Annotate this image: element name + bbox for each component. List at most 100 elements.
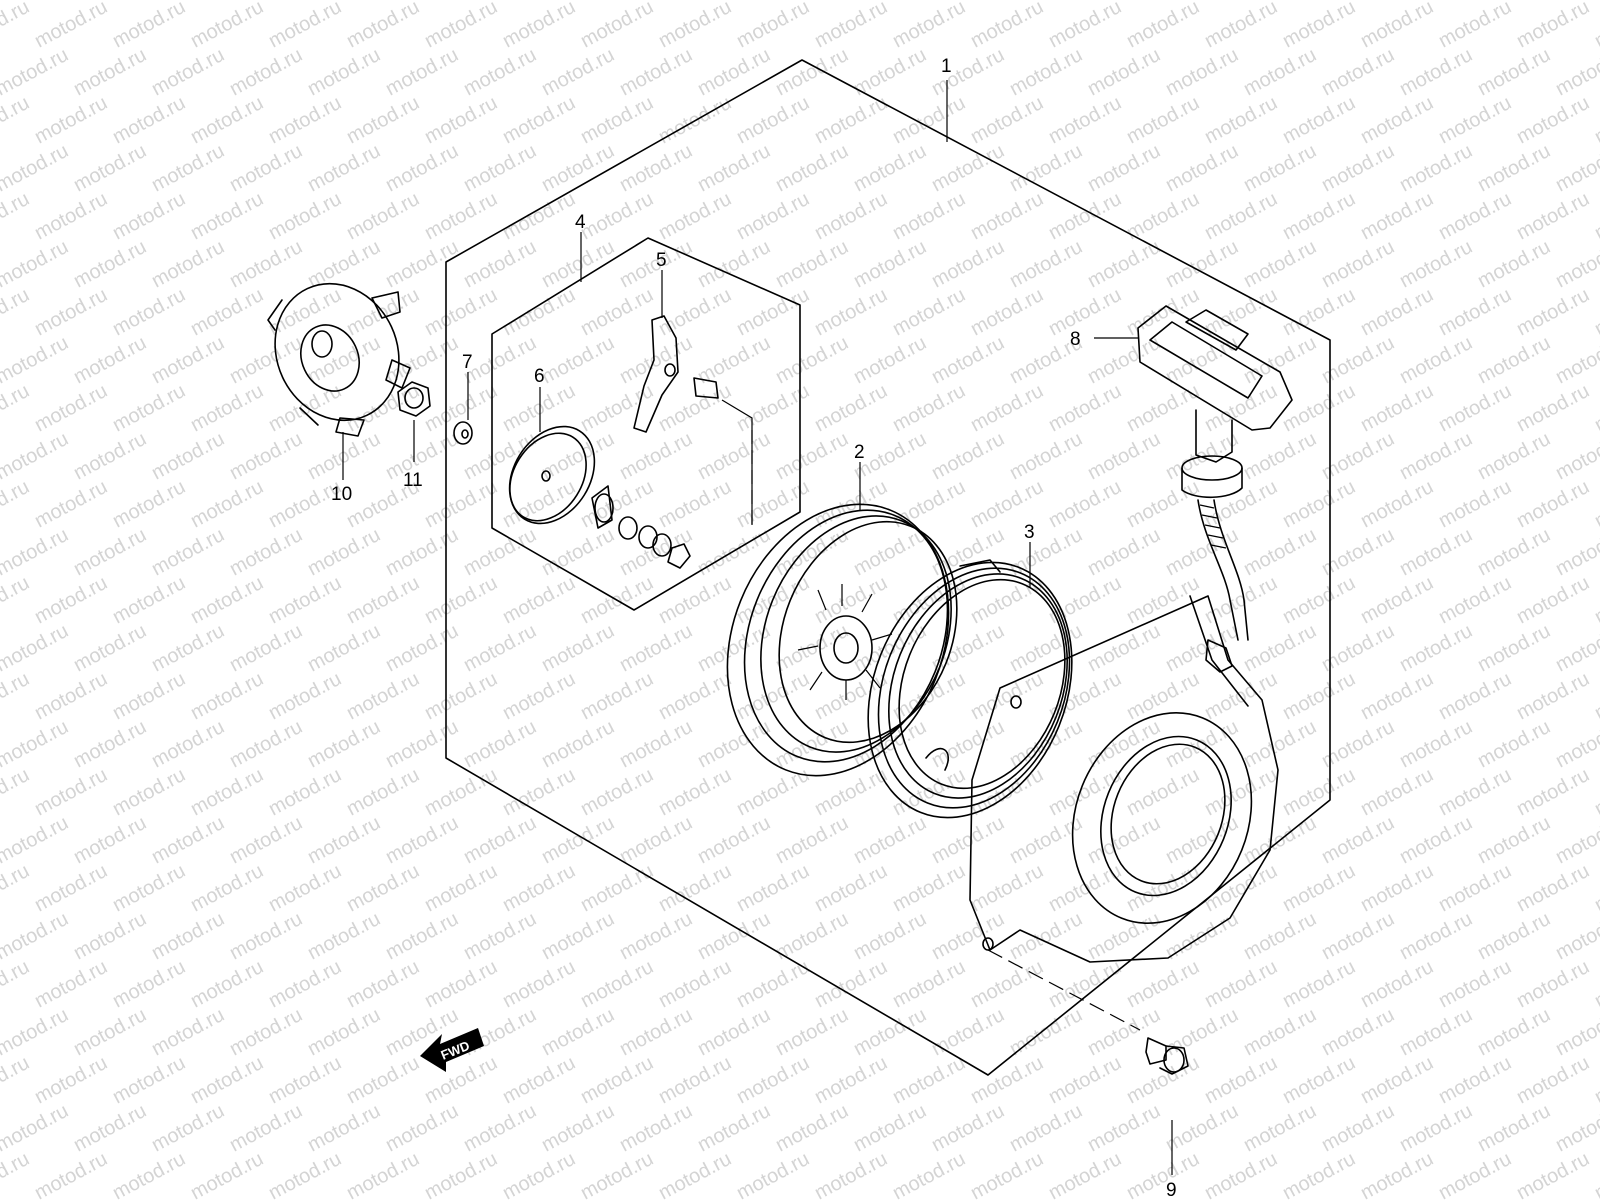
watermark-text: motod.ru [499, 668, 579, 724]
watermark-text: motod.ru [1279, 1148, 1359, 1200]
watermark-text: motod.ru [538, 1004, 618, 1060]
watermark-text: motod.ru [460, 1100, 540, 1156]
watermark-text: motod.ru [733, 956, 813, 1012]
watermark-text: motod.ru [1513, 380, 1593, 436]
watermark-text: motod.ru [1201, 1052, 1281, 1108]
watermark-text: motod.ru [499, 92, 579, 148]
watermark-text: motod.ru [889, 860, 969, 916]
watermark-text: motod.ru [538, 44, 618, 100]
watermark-text: motod.ru [1435, 380, 1515, 436]
watermark-text: motod.ru [1240, 1004, 1320, 1060]
watermark-text: motod.ru [694, 908, 774, 964]
watermark-text: motod.ru [499, 284, 579, 340]
watermark-text: motod.ru [1396, 716, 1476, 772]
callout-4: 4 [575, 212, 586, 233]
watermark-text: motod.ru [187, 476, 267, 532]
watermark-text: motod.ru [31, 1052, 111, 1108]
watermark-text: motod.ru [616, 0, 696, 4]
watermark-text: motod.ru [31, 764, 111, 820]
watermark-text: motod.ru [772, 0, 852, 4]
watermark-text: motod.ru [1357, 860, 1437, 916]
watermark-text: motod.ru [1435, 0, 1515, 52]
watermark-text: motod.ru [109, 572, 189, 628]
watermark-text: motod.ru [1123, 668, 1203, 724]
watermark-text: motod.ru [1591, 476, 1600, 532]
watermark-text: motod.ru [148, 1100, 228, 1156]
watermark-text: motod.ru [1279, 0, 1359, 52]
watermark-text: motod.ru [1357, 476, 1437, 532]
watermark-text: motod.ru [382, 44, 462, 100]
watermark-text: motod.ru [187, 860, 267, 916]
watermark-text: motod.ru [577, 284, 657, 340]
watermark-text: motod.ru [1045, 284, 1125, 340]
watermark-text: motod.ru [1591, 572, 1600, 628]
watermark-text: motod.ru [1435, 860, 1515, 916]
watermark-text: motod.ru [811, 572, 891, 628]
watermark-text: motod.ru [1396, 236, 1476, 292]
watermark-text: motod.ru [1045, 0, 1125, 52]
watermark-text: motod.ru [70, 1100, 150, 1156]
watermark-text: motod.ru [265, 956, 345, 1012]
watermark-text: motod.ru [1084, 620, 1164, 676]
watermark-text: motod.ru [1591, 188, 1600, 244]
watermark-text: motod.ru [1318, 140, 1398, 196]
watermark-text: motod.ru [1279, 188, 1359, 244]
watermark-text: motod.ru [343, 668, 423, 724]
watermark-text: motod.ru [967, 92, 1047, 148]
watermark-text: motod.ru [1552, 908, 1600, 964]
watermark-text: motod.ru [499, 380, 579, 436]
watermark-text: motod.ru [31, 668, 111, 724]
watermark-text: motod.ru [148, 1004, 228, 1060]
watermark-text: motod.ru [616, 716, 696, 772]
watermark-text: motod.ru [1006, 1100, 1086, 1156]
watermark-text: motod.ru [1045, 956, 1125, 1012]
part-7-clip [453, 421, 473, 445]
watermark-text: motod.ru [70, 716, 150, 772]
watermark-text: motod.ru [109, 668, 189, 724]
watermark-text: motod.ru [1006, 908, 1086, 964]
watermark-text: motod.ru [967, 668, 1047, 724]
watermark-text: motod.ru [1591, 668, 1600, 724]
watermark-text: motod.ru [1240, 428, 1320, 484]
watermark-text: motod.ru [577, 668, 657, 724]
watermark-text: motod.ru [1123, 0, 1203, 52]
watermark-text: motod.ru [1045, 380, 1125, 436]
watermark-text: motod.ru [1513, 860, 1593, 916]
watermark-text: motod.ru [187, 572, 267, 628]
watermark-text: motod.ru [1513, 188, 1593, 244]
watermark-text: motod.ru [577, 860, 657, 916]
watermark-text: motod.ru [0, 1052, 33, 1108]
watermark-text: motod.ru [694, 44, 774, 100]
callout-5: 5 [656, 250, 667, 271]
watermark-text: motod.ru [1513, 284, 1593, 340]
watermark-text: motod.ru [1513, 0, 1593, 52]
watermark-text: motod.ru [499, 1052, 579, 1108]
watermark-text: motod.ru [304, 0, 384, 4]
watermark-text: motod.ru [1435, 92, 1515, 148]
watermark-text: motod.ru [733, 92, 813, 148]
watermark-text: motod.ru [577, 764, 657, 820]
watermark-text: motod.ru [655, 0, 735, 52]
watermark-text: motod.ru [1396, 44, 1476, 100]
watermark-text: motod.ru [616, 140, 696, 196]
watermark-text: motod.ru [1513, 668, 1593, 724]
watermark-text: motod.ru [1279, 92, 1359, 148]
watermark-text: motod.ru [928, 908, 1008, 964]
watermark-text: motod.ru [616, 44, 696, 100]
watermark-text: motod.ru [1201, 1148, 1281, 1200]
watermark-text: motod.ru [1318, 1100, 1398, 1156]
watermark-text: motod.ru [226, 44, 306, 100]
watermark-text: motod.ru [304, 716, 384, 772]
watermark-text: motod.ru [1201, 572, 1281, 628]
watermark-text: motod.ru [1591, 0, 1600, 52]
watermark-text: motod.ru [0, 1100, 72, 1156]
watermark-text: motod.ru [1396, 812, 1476, 868]
watermark-text: motod.ru [1045, 92, 1125, 148]
watermark-text: motod.ru [304, 620, 384, 676]
watermark-text: motod.ru [0, 812, 72, 868]
watermark-text: motod.ru [655, 764, 735, 820]
watermark-text: motod.ru [0, 92, 33, 148]
watermark-text: motod.ru [1240, 44, 1320, 100]
